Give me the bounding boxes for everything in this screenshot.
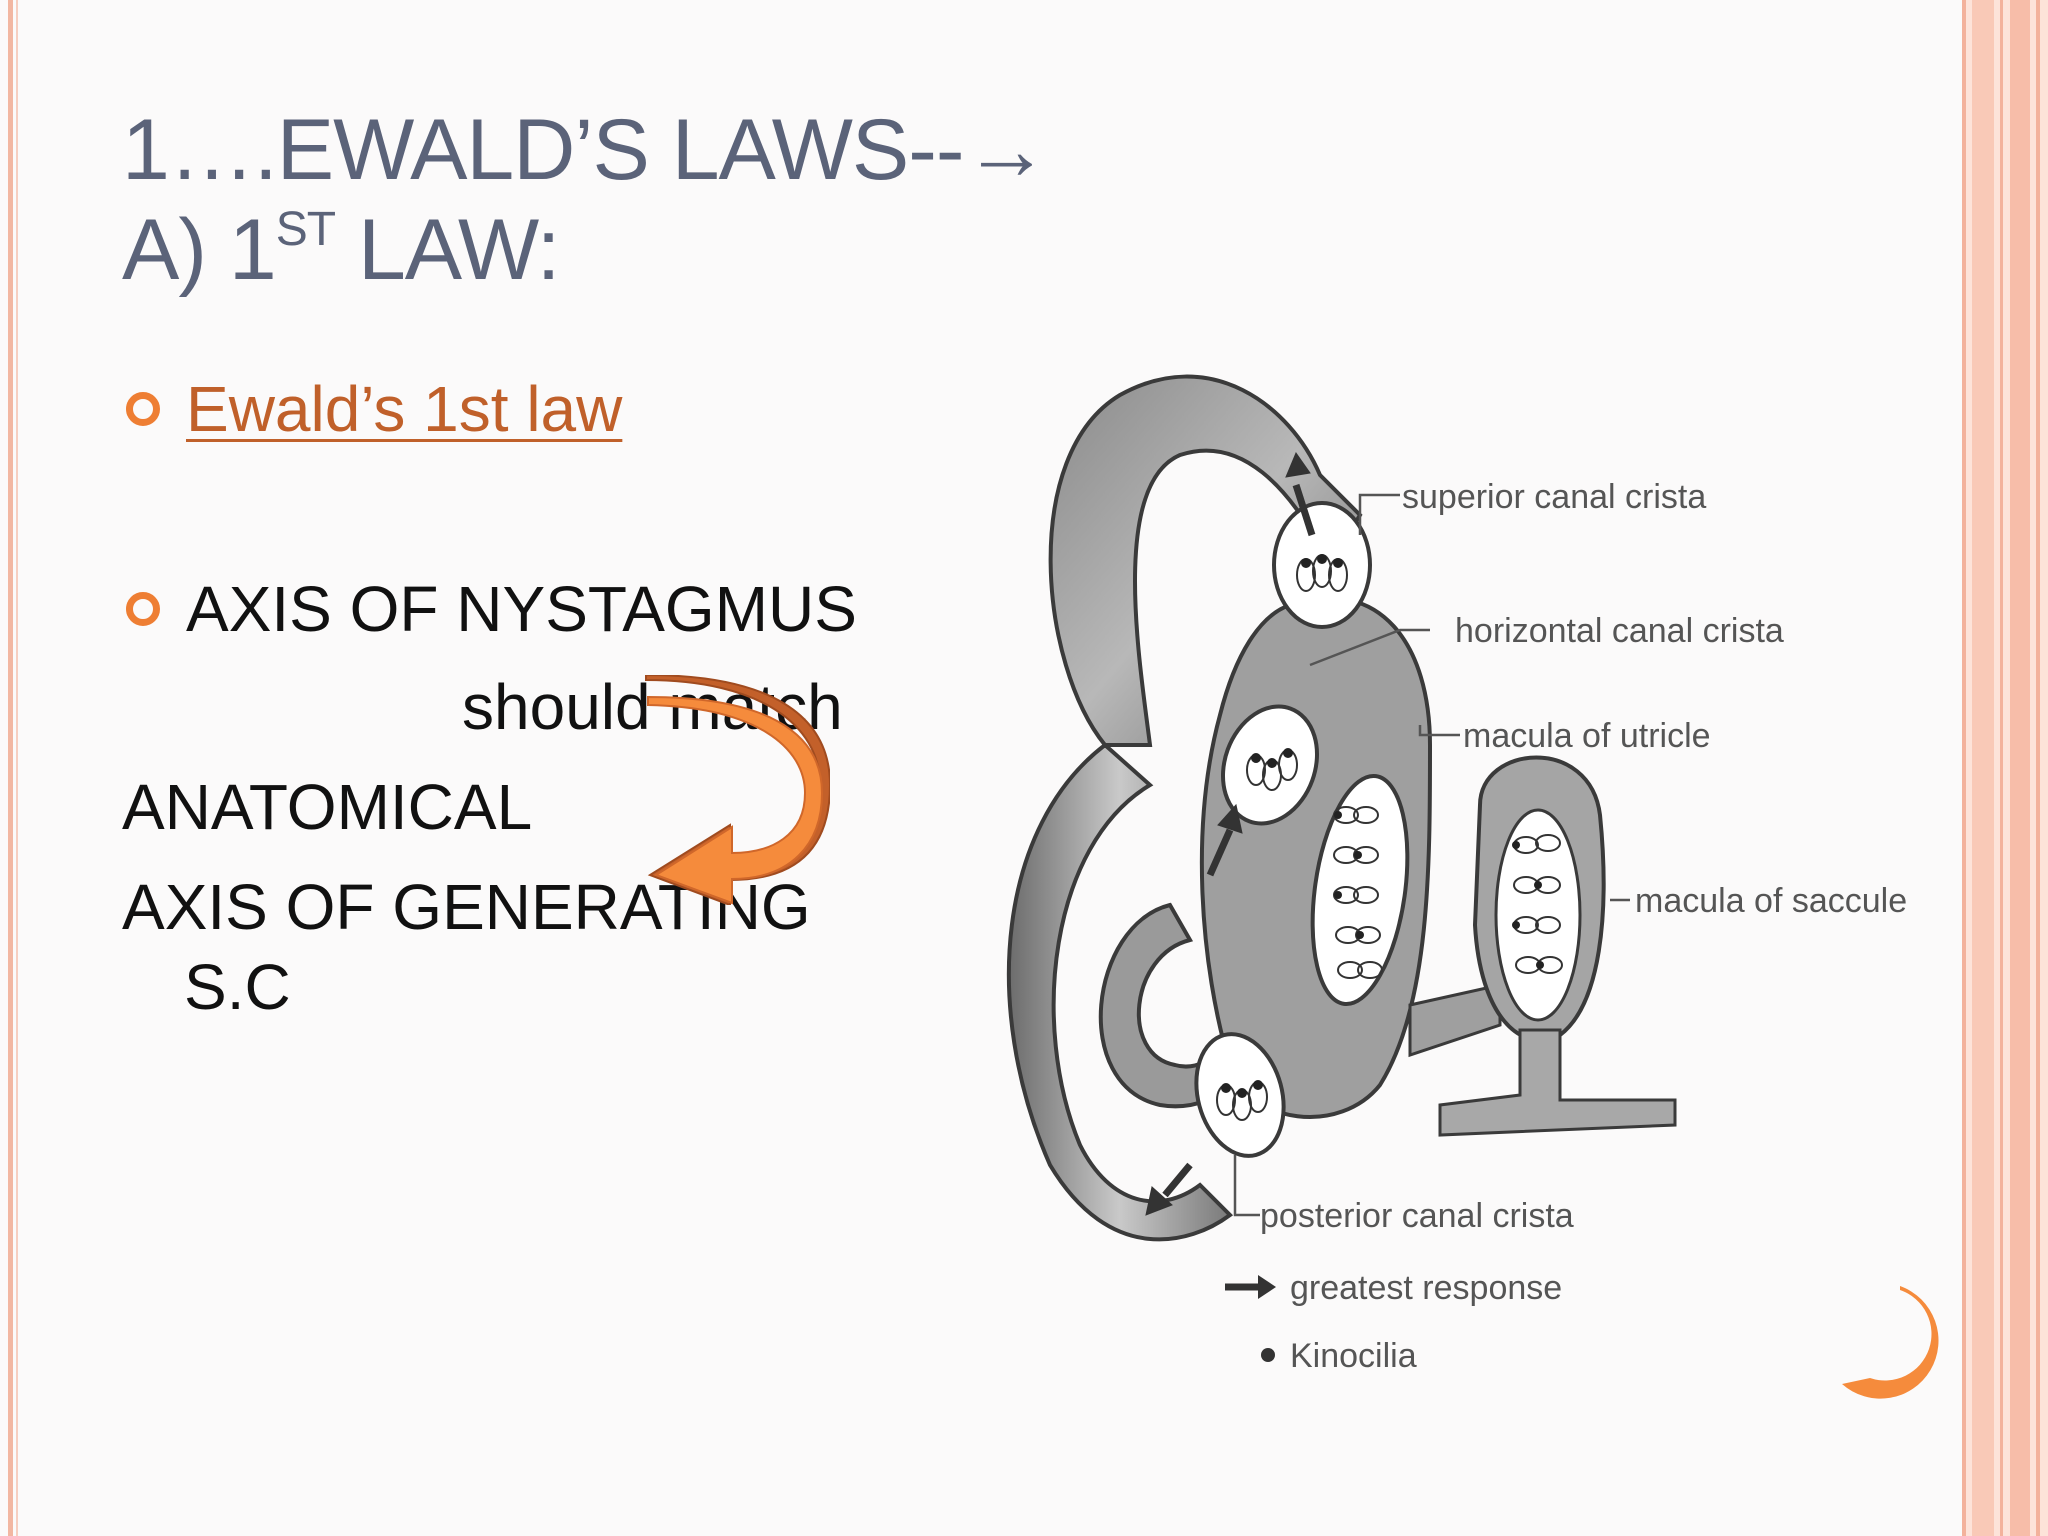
bullet-circle-icon (126, 592, 160, 626)
ewald-first-law-link[interactable]: Ewald’s 1st law (186, 373, 623, 445)
anatomical-text: ANATOMICAL (122, 771, 533, 843)
label-superior-canal-crista: superior canal crista (1402, 478, 1706, 516)
slide-right-border (1962, 0, 2048, 1536)
label-macula-saccule: macula of saccule (1635, 882, 1907, 920)
slide-left-border (0, 0, 24, 1536)
bullet-circle-icon (126, 392, 160, 426)
slide-title: 1….EWALD’S LAWS--→ A) 1ST LAW: (122, 100, 1050, 300)
sc-text: S.C (184, 951, 291, 1023)
title-superscript: ST (275, 203, 336, 256)
curved-arrow-icon (645, 675, 830, 905)
vestibular-diagram: superior canal crista horizontal canal c… (1006, 374, 1907, 1375)
legend-dot-icon (1261, 1348, 1275, 1362)
diagram-legend: greatest response Kinocilia (1225, 1269, 1562, 1375)
label-horizontal-canal-crista: horizontal canal crista (1455, 612, 1784, 650)
legend-greatest-response: greatest response (1290, 1269, 1562, 1307)
legend-kinocilia: Kinocilia (1290, 1337, 1417, 1375)
axis-of-nystagmus-text: AXIS OF NYSTAGMUS (186, 573, 857, 645)
label-posterior-canal-crista: posterior canal crista (1260, 1197, 1574, 1235)
legend-arrow-icon (1258, 1275, 1276, 1299)
title-line-2: A) 1ST LAW: (122, 200, 1049, 300)
label-macula-utricle: macula of utricle (1463, 717, 1711, 755)
title-line-1: 1….EWALD’S LAWS--→ (122, 102, 1050, 198)
bullet-item-axis-nystagmus: AXIS OF NYSTAGMUS (126, 572, 857, 646)
title-line-2-prefix: A) 1 (122, 202, 277, 298)
title-line-2-suffix: LAW: (335, 202, 561, 298)
corner-arc-decoration (1842, 1286, 1939, 1399)
bullet-item-ewald-link: Ewald’s 1st law (126, 372, 622, 446)
